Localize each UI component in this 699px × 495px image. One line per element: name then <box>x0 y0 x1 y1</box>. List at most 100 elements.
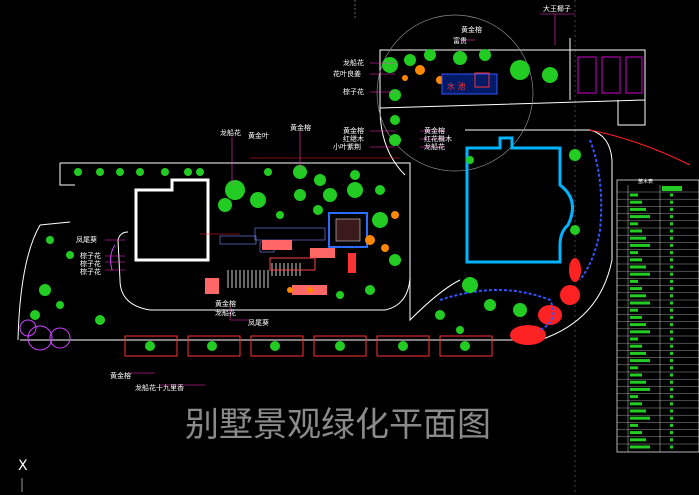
legend-swatch-small <box>670 207 673 211</box>
pavilion-roof <box>335 218 361 242</box>
label-right-a: 黄金榕 <box>424 126 445 135</box>
legend-swatch-small <box>670 258 673 262</box>
legend-swatch <box>630 373 642 377</box>
legend-swatch <box>630 308 638 312</box>
legend-swatch-small <box>670 330 673 334</box>
legend-swatch-small <box>670 366 673 370</box>
label-huangjinrong-mid: 黄金榕 <box>343 126 364 135</box>
label-huaye-yongai: 花叶良姜 <box>333 69 361 78</box>
legend-swatch <box>630 279 638 283</box>
legend-swatch <box>630 337 638 341</box>
label-huang-bottom: 黄金榕 <box>215 299 236 308</box>
legend-swatch <box>630 438 646 442</box>
pool-label: 水 池 <box>447 81 466 91</box>
villa-building <box>134 178 210 262</box>
legend-swatch <box>630 258 642 262</box>
legend-swatch-small <box>670 315 673 319</box>
stepping-stones <box>439 289 555 331</box>
legend-swatch-small <box>670 387 673 391</box>
legend-swatch <box>630 351 646 355</box>
label-zongzhuhua: 棕子花 <box>343 87 364 96</box>
label-fengweixing: 凤尾葵 <box>76 235 97 244</box>
steps <box>227 263 301 288</box>
label-long-bottom: 龙船花 <box>215 308 236 317</box>
flower-bed-red <box>510 258 581 345</box>
trees <box>30 49 581 351</box>
legend-swatch-small <box>670 200 673 204</box>
legend-swatch <box>630 200 642 204</box>
legend-swatch <box>630 409 646 413</box>
legend-swatch <box>630 323 646 327</box>
water-feature <box>441 73 498 95</box>
legend-swatch-small <box>670 344 673 348</box>
site-boundary <box>17 38 646 341</box>
leader-lines <box>105 13 575 386</box>
legend-swatch-small <box>670 351 673 355</box>
legend-rows <box>617 191 699 449</box>
legend-swatch <box>630 344 642 348</box>
legend-swatch <box>630 431 642 435</box>
label-huangjinye: 黄金叶 <box>248 131 269 140</box>
legend-swatch <box>630 366 638 370</box>
legend-swatch <box>630 193 638 197</box>
legend-swatch-small <box>670 308 673 312</box>
legend-swatch <box>630 416 650 420</box>
legend-swatch-small <box>670 438 673 442</box>
label-zongzhu-1: 棕子花 <box>80 251 101 260</box>
legend-swatch <box>630 229 642 233</box>
label-longchuanhua-2: 龙船花 <box>220 128 241 137</box>
legend-swatch <box>630 265 646 269</box>
legend-swatch-small <box>670 272 673 276</box>
label-zongzhu-3: 棕子花 <box>80 267 101 276</box>
legend-header: 苗木表 <box>638 178 653 185</box>
legend-swatch <box>630 272 650 276</box>
legend-swatch <box>630 330 650 334</box>
label-huangjin-bl: 黄金榕 <box>110 371 131 380</box>
legend-swatch <box>630 402 642 406</box>
label-longchuanhua-1: 龙船花 <box>343 58 364 67</box>
legend-swatch <box>630 294 646 298</box>
legend-swatch <box>630 387 650 391</box>
legend-swatch-small <box>670 215 673 219</box>
legend-swatch-small <box>670 431 673 435</box>
legend-swatch-small <box>670 301 673 305</box>
legend-swatch-small <box>670 402 673 406</box>
legend-swatch-small <box>670 229 673 233</box>
legend-swatch <box>630 315 642 319</box>
label-xiaoye-zijing: 小叶紫荆 <box>333 142 361 151</box>
label-long-shijiu: 龙船花十九里香 <box>135 383 184 392</box>
legend-swatch-small <box>670 323 673 327</box>
legend-swatch-small <box>670 193 673 197</box>
pavilion <box>328 212 368 248</box>
label-zongzhu-2: 棕子花 <box>80 259 101 268</box>
legend-swatch-small <box>670 409 673 413</box>
legend-swatch-small <box>670 380 673 384</box>
legend-swatch <box>630 236 646 240</box>
legend-swatch-small <box>670 236 673 240</box>
legend-swatch-small <box>670 416 673 420</box>
legend-swatch <box>630 243 650 247</box>
legend-swatch-small <box>670 265 673 269</box>
label-huangjinrong-top: 黄金榕 <box>461 25 482 34</box>
legend-swatch-small <box>670 359 673 363</box>
shrubs-orange <box>287 65 444 293</box>
legend-swatch-small <box>670 373 673 377</box>
label-fengwei-bottom: 凤尾葵 <box>248 318 269 327</box>
legend-swatch-small <box>670 445 673 449</box>
legend-swatch <box>630 359 650 363</box>
legend-swatch <box>630 395 638 399</box>
hedge-beds <box>124 335 493 357</box>
boundary-red <box>589 129 691 166</box>
legend-swatch-small <box>670 395 673 399</box>
legend-table <box>616 179 699 453</box>
label-top-right: 大王椰子 <box>543 4 571 13</box>
pump-house <box>474 72 490 88</box>
label-hongjixin: 红继木 <box>343 134 364 143</box>
swimming-pool <box>465 136 574 264</box>
legend-swatch-small <box>670 423 673 427</box>
legend-swatch <box>630 423 638 427</box>
tree-canopy-circle <box>376 14 534 172</box>
legend-swatch-small <box>670 287 673 291</box>
legend-swatch <box>630 445 650 449</box>
